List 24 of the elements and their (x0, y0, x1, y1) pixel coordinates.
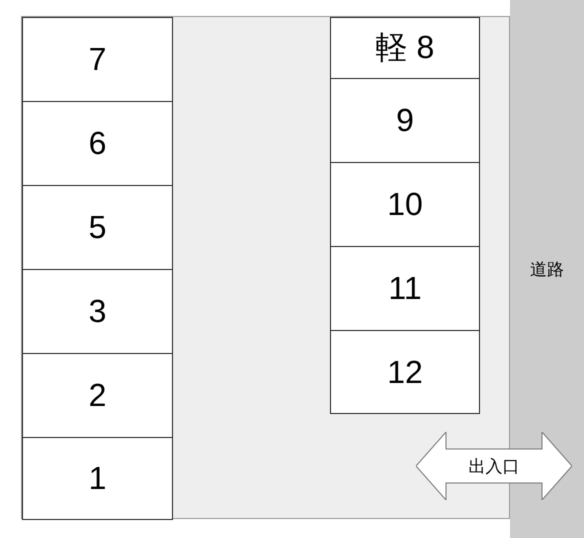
area-label: 出入口 (468, 456, 520, 478)
space-number: 11 (388, 270, 422, 307)
space-number: 5 (88, 209, 106, 246)
space-number: 1 (88, 460, 106, 497)
space-number: 9 (396, 102, 414, 139)
parking-space (330, 78, 480, 163)
parking-space (22, 353, 173, 438)
parking-space (330, 17, 480, 79)
parking-space (22, 17, 173, 102)
parking-space (330, 246, 480, 331)
space-number: 2 (88, 377, 106, 414)
parking-space (330, 162, 480, 247)
area-label: 道路 (530, 258, 564, 280)
space-number: 軽 8 (376, 28, 434, 67)
space-number: 12 (387, 354, 423, 390)
parking-space (330, 330, 480, 414)
parking-space (22, 269, 173, 354)
parking-space (22, 101, 173, 186)
space-number: 10 (387, 186, 423, 223)
space-number: 3 (88, 293, 106, 330)
space-number: 7 (88, 41, 106, 78)
space-number: 6 (88, 125, 106, 162)
parking-space (22, 185, 173, 270)
parking-space (22, 437, 173, 520)
